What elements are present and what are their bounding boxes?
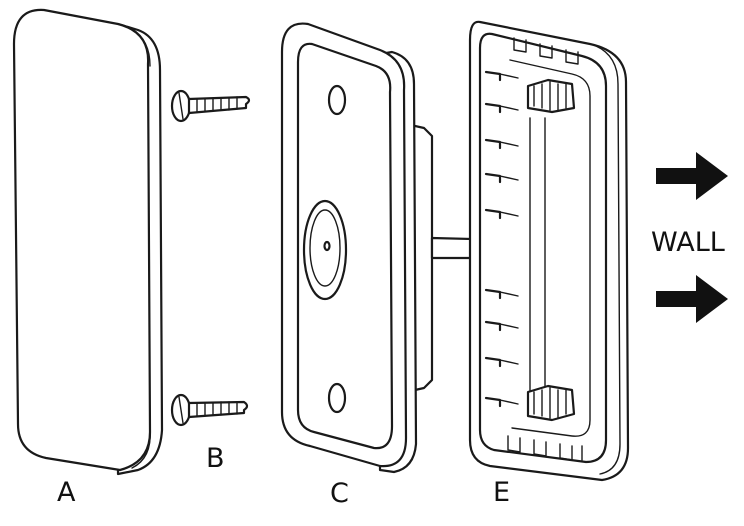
label-wall: WALL: [651, 227, 725, 258]
label-part-b: B: [206, 443, 225, 474]
label-part-c: C: [330, 478, 349, 509]
wall-arrow-bottom: [656, 275, 728, 323]
wall-arrow-top: [656, 152, 728, 200]
label-part-e: E: [493, 477, 510, 508]
back-box-part-e: [468, 20, 630, 482]
screw-top: [170, 89, 251, 123]
front-cover-part-a: [12, 8, 164, 476]
label-part-a: A: [57, 477, 76, 508]
reader-body-part-c: [280, 22, 434, 474]
screw-bottom: [170, 393, 249, 427]
